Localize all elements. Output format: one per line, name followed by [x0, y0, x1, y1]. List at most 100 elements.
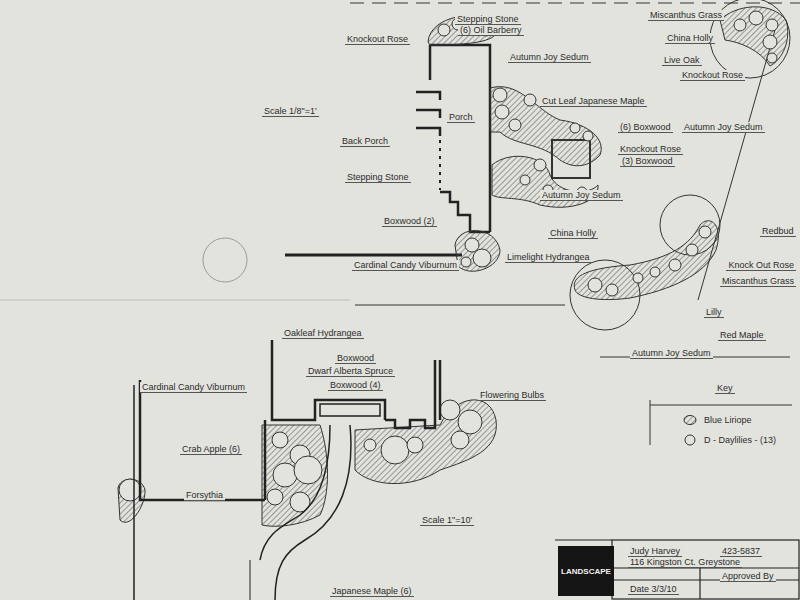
plant-label: Date 3/3/10	[628, 584, 679, 595]
planting-bed	[720, 7, 788, 66]
plant-label: Dwarf Alberta Spruce	[306, 366, 395, 377]
logo-text: LANDSCAPE	[561, 567, 611, 576]
house-outline	[285, 45, 490, 255]
frame-lines	[355, 305, 565, 306]
plant-label: (6) Boxwood	[618, 122, 673, 133]
plant-label: Oakleaf Hydrangea	[282, 328, 364, 339]
house-outline	[272, 340, 385, 420]
key-box	[650, 400, 651, 445]
house-outline	[440, 192, 490, 232]
plant-label: Boxwood	[335, 353, 376, 364]
plant-symbol	[407, 437, 423, 453]
title-block	[612, 540, 799, 599]
key-box	[684, 416, 696, 425]
key-box	[650, 400, 792, 445]
plant-symbol	[534, 159, 546, 171]
plant-label: Autumn Joy Sedum	[630, 348, 713, 359]
plant-label: Cardinal Candy Viburnum	[140, 382, 247, 393]
plant-label: Miscanthus Grass	[648, 10, 724, 21]
planting-bed	[118, 7, 788, 526]
plant-symbol	[524, 94, 536, 106]
plant-label: Miscanthus Grass	[720, 276, 796, 287]
plant-label: Cardinal Candy Viburnum	[352, 260, 459, 271]
plant-symbol	[520, 175, 530, 185]
plant-symbol	[669, 259, 681, 271]
plant-symbol	[686, 244, 698, 256]
plant-symbol	[364, 439, 376, 451]
plant-symbol	[461, 257, 471, 267]
house-outline	[416, 110, 440, 118]
house-outline	[429, 45, 432, 80]
legend-entry: Blue Liriope	[702, 415, 754, 425]
house-outline	[140, 380, 265, 500]
plant-symbol	[749, 11, 763, 25]
plant-label: Cut Leaf Japanese Maple	[540, 96, 647, 107]
plant-label: Japanese Maple (6)	[330, 586, 414, 597]
plant-label: Crab Apple (6)	[180, 444, 242, 455]
plant-label: Scale 1/8"=1'	[262, 106, 319, 117]
planting-bed	[552, 140, 590, 178]
plant-symbol	[451, 431, 469, 449]
plant-symbol	[465, 238, 479, 252]
plant-symbol	[570, 123, 580, 133]
plant-symbol	[458, 410, 482, 434]
plant-label: China Holly	[548, 228, 598, 239]
plant-symbol	[570, 260, 640, 330]
plant-symbol	[766, 19, 778, 31]
plant-label: Approved By	[720, 571, 776, 582]
plant-symbol	[660, 195, 720, 255]
plant-label: (3) Boxwood	[620, 156, 675, 167]
plant-label: Knockout Rose	[680, 70, 745, 81]
plant-symbol	[440, 400, 460, 420]
plant-label: Flowering Bulbs	[478, 390, 546, 401]
plant-label: Autumn Joy Sedum	[540, 190, 623, 201]
frame-lines	[350, 3, 800, 4]
key-box	[650, 405, 792, 406]
plant-label: Forsythia	[184, 490, 225, 501]
plant-symbol	[294, 456, 322, 484]
house-outline	[250, 560, 251, 600]
plant-symbol	[493, 88, 507, 102]
plant-symbol	[272, 432, 288, 448]
plant-label: China Holly	[665, 33, 715, 44]
plant-label: Autumn Joy Sedum	[508, 52, 591, 63]
plant-label: Porch	[447, 112, 475, 123]
plant-label: 423-5837	[720, 546, 762, 557]
plant-label: Boxwood (2)	[382, 216, 437, 227]
house-outline	[416, 92, 440, 100]
plant-label: Knock Out Rose	[726, 260, 796, 271]
plant-symbol	[734, 19, 746, 31]
plant-symbol	[438, 24, 450, 36]
plant-symbol	[767, 53, 777, 63]
planting-bed	[355, 400, 496, 484]
plant-label: Limelight Hydrangea	[505, 252, 592, 263]
plant-symbol	[267, 489, 283, 505]
frame-lines	[0, 300, 350, 301]
plant-symbol	[381, 436, 409, 464]
plant-label: Back Porch	[340, 136, 390, 147]
key-box	[685, 435, 695, 445]
house-outline	[133, 385, 135, 600]
house-outline	[264, 420, 267, 500]
plant-label: Stepping Stone	[345, 172, 411, 183]
house-outline	[320, 404, 380, 416]
plant-label: Judy Harvey	[628, 546, 682, 557]
plant-symbol	[495, 105, 509, 119]
plant-label: Boxwood (4)	[328, 380, 383, 391]
logo-box: LANDSCAPE	[558, 546, 614, 596]
plant-symbol	[588, 278, 602, 292]
plant-symbol	[473, 249, 491, 267]
plant-symbol	[119, 0, 790, 512]
plant-symbol	[650, 267, 660, 277]
plant-symbol	[763, 35, 777, 49]
house-outline	[416, 128, 440, 136]
house-outline	[439, 360, 442, 420]
house-outline	[285, 254, 462, 257]
plant-symbol	[633, 273, 643, 283]
plant-label: Red Maple	[718, 330, 766, 341]
planting-bed	[455, 231, 500, 272]
plant-label: 116 Kingston Ct. Greystone	[628, 557, 742, 568]
plant-symbol	[583, 131, 593, 141]
